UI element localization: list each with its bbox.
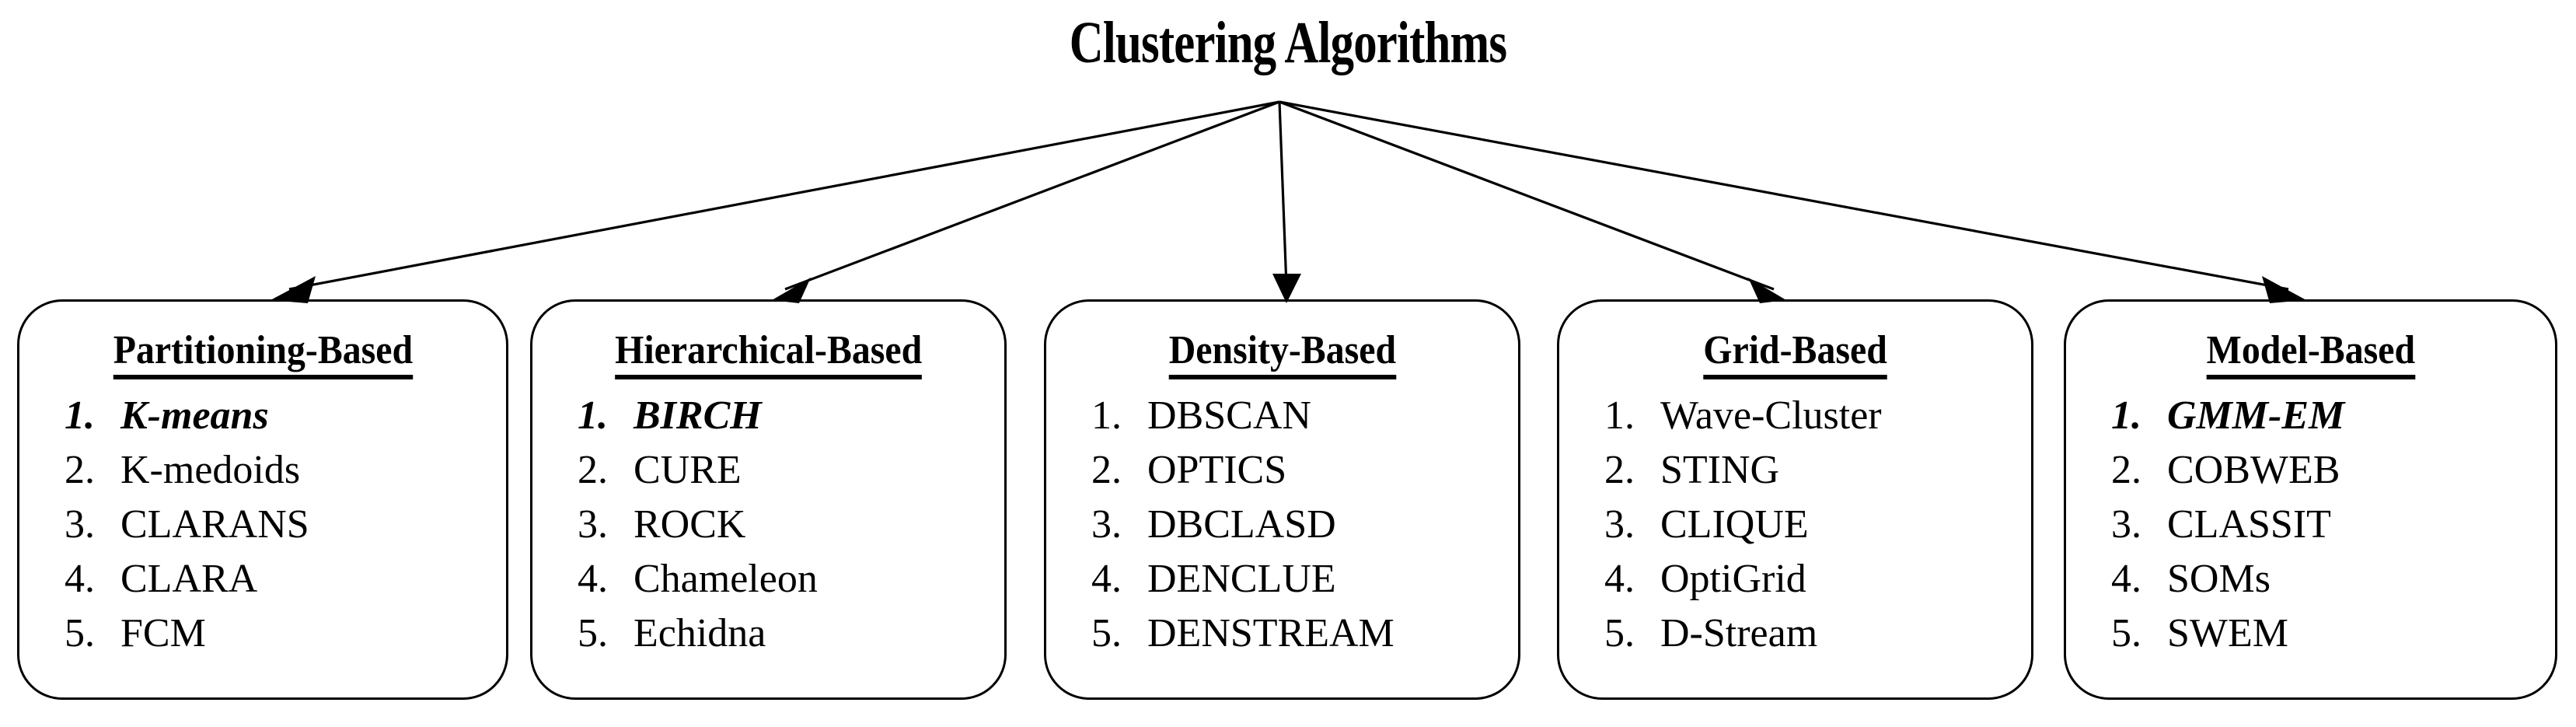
list-item-label: COBWEB	[2167, 448, 2340, 492]
list-item[interactable]: 3. CLARANS	[19, 498, 506, 552]
list-item[interactable]: 3. CLASSIT	[2066, 498, 2555, 552]
list-item-label: DENSTREAM	[1147, 611, 1394, 655]
list-item[interactable]: 5. SWEM	[2066, 606, 2555, 661]
list-item-label: BIRCH	[634, 393, 762, 438]
list-item-number: 2.	[65, 448, 95, 492]
list-item-label: SWEM	[2167, 611, 2288, 655]
list-item-number: 4.	[578, 557, 608, 601]
list-item[interactable]: 4. OptiGrid	[1559, 552, 2031, 606]
algorithm-list: 1. Wave-Cluster 2. STING 3. CLIQUE 4. OptiGr…	[1559, 389, 2031, 661]
list-item-number: 1.	[65, 393, 95, 438]
list-item-label: ROCK	[634, 502, 746, 547]
list-item-number: 1.	[1604, 393, 1635, 438]
list-item[interactable]: 4. CLARA	[19, 552, 506, 606]
list-item-number: 4.	[65, 557, 95, 601]
list-item-label: DENCLUE	[1147, 557, 1336, 601]
list-item-number: 2.	[2111, 448, 2141, 492]
list-item-label: CLASSIT	[2167, 502, 2331, 547]
list-item[interactable]: 2. COBWEB	[2066, 443, 2555, 498]
list-item[interactable]: 1. K-means	[19, 389, 506, 443]
category-box-model-based[interactable]: Model-Based 1. GMM-EM 2. COBWEB 3. CLASSIT …	[2064, 299, 2557, 700]
list-item[interactable]: 3. CLIQUE	[1559, 498, 2031, 552]
list-item-label: K-medoids	[120, 448, 301, 492]
list-item[interactable]: 2. CURE	[532, 443, 1004, 498]
list-item-label: Chameleon	[634, 557, 818, 601]
list-item-number: 3.	[578, 502, 608, 547]
arrow-to-grid-based	[1279, 100, 1786, 303]
list-item-label: Echidna	[634, 611, 766, 655]
list-item-number: 1.	[1091, 393, 1122, 438]
list-item[interactable]: 5. Echidna	[532, 606, 1004, 661]
algorithm-list: 1. GMM-EM 2. COBWEB 3. CLASSIT 4. SOMs 5. SWE…	[2066, 389, 2555, 661]
list-item-label: CLARANS	[120, 502, 309, 547]
list-item-number: 4.	[1091, 557, 1122, 601]
list-item-number: 4.	[2111, 557, 2141, 601]
list-item-label: K-means	[120, 393, 269, 438]
list-item[interactable]: 4. SOMs	[2066, 552, 2555, 606]
list-item-number: 2.	[1091, 448, 1122, 492]
algorithm-list: 1.K-means 2.K-medoids 3.CLARANS 4.CLARA …	[19, 389, 506, 661]
list-item-number: 5.	[578, 611, 608, 655]
category-heading: Density-Based	[1046, 302, 1518, 379]
list-item[interactable]: 5. DENSTREAM	[1046, 606, 1518, 661]
list-item-number: 5.	[1604, 611, 1635, 655]
list-item[interactable]: 1. BIRCH	[532, 389, 1004, 443]
list-item[interactable]: 1. DBSCAN	[1046, 389, 1518, 443]
list-item-label: CURE	[634, 448, 742, 492]
list-item-label: CLIQUE	[1660, 502, 1809, 547]
list-item-number: 5.	[65, 611, 95, 655]
list-item[interactable]: 2. STING	[1559, 443, 2031, 498]
list-item-label: OPTICS	[1147, 448, 1287, 492]
list-item[interactable]: 2. OPTICS	[1046, 443, 1518, 498]
list-item[interactable]: 1. GMM-EM	[2066, 389, 2555, 443]
list-item-number: 4.	[1604, 557, 1635, 601]
category-heading: Model-Based	[2066, 302, 2555, 379]
arrow-to-density-based	[1272, 101, 1301, 303]
algorithm-list: 1. BIRCH 2. CURE 3. ROCK 4. Chameleon 5. Echi…	[532, 389, 1004, 661]
list-item-number: 3.	[2111, 502, 2141, 547]
list-item-number: 5.	[1091, 611, 1122, 655]
arrow-to-hierarchical-based	[772, 100, 1280, 303]
category-heading: Hierarchical-Based	[532, 302, 1004, 379]
list-item[interactable]: 4. Chameleon	[532, 552, 1004, 606]
list-item[interactable]: 5. D-Stream	[1559, 606, 2031, 661]
list-item-number: 3.	[65, 502, 95, 547]
list-item[interactable]: 3. ROCK	[532, 498, 1004, 552]
list-item-number: 3.	[1604, 502, 1635, 547]
list-item-label: Wave-Cluster	[1660, 393, 1882, 438]
category-box-hierarchical-based[interactable]: Hierarchical-Based 1. BIRCH 2. CURE 3. ROCK…	[530, 299, 1007, 700]
algorithm-list: 1. DBSCAN 2. OPTICS 3. DBCLASD 4. DENCLUE 5.…	[1046, 389, 1518, 661]
list-item-label: STING	[1660, 448, 1780, 492]
list-item[interactable]: 3. DBCLASD	[1046, 498, 1518, 552]
list-item-label: CLARA	[120, 557, 258, 601]
list-item-label: OptiGrid	[1660, 557, 1806, 601]
category-box-grid-based[interactable]: Grid-Based 1. Wave-Cluster 2. STING 3. CLIQ…	[1557, 299, 2033, 700]
list-item[interactable]: 4. DENCLUE	[1046, 552, 1518, 606]
list-item[interactable]: 2. K-medoids	[19, 443, 506, 498]
list-item-number: 3.	[1091, 502, 1122, 547]
list-item[interactable]: 1. Wave-Cluster	[1559, 389, 2031, 443]
category-heading: Grid-Based	[1559, 302, 2031, 379]
list-item[interactable]: 5. FCM	[19, 606, 506, 661]
arrow-to-partitioning-based	[271, 100, 1280, 303]
list-item-label: SOMs	[2167, 557, 2271, 601]
list-item-label: D-Stream	[1660, 611, 1818, 655]
list-item-number: 2.	[578, 448, 608, 492]
list-item-label: DBCLASD	[1147, 502, 1336, 547]
category-box-partitioning-based[interactable]: Partitioning-Based 1. K-means 2. K-medoids…	[17, 299, 508, 700]
page-title: Clustering Algorithms	[1069, 10, 1507, 75]
list-item-label: FCM	[120, 611, 206, 655]
category-box-density-based[interactable]: Density-Based 1. DBSCAN 2. OPTICS 3. DBCLAS…	[1044, 299, 1520, 700]
list-item-label: DBSCAN	[1147, 393, 1311, 438]
list-item-label: GMM-EM	[2167, 393, 2345, 438]
list-item-number: 1.	[578, 393, 608, 438]
list-item-number: 2.	[1604, 448, 1635, 492]
arrow-to-model-based	[1279, 100, 2306, 303]
list-item-number: 5.	[2111, 611, 2141, 655]
list-item-number: 1.	[2111, 393, 2141, 438]
category-heading: Partitioning-Based	[19, 302, 506, 379]
